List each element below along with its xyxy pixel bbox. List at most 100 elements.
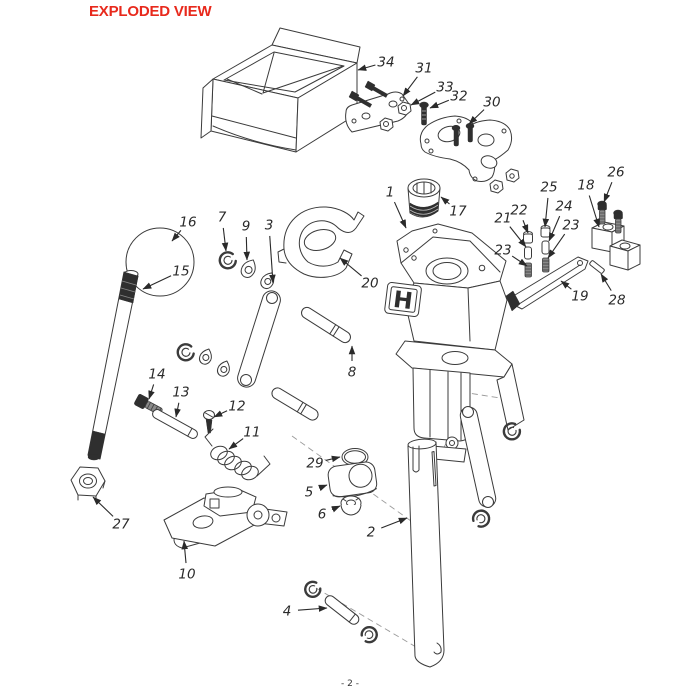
part-e-clip-7 — [218, 251, 237, 270]
callout-column-tube-2: 2 — [367, 517, 408, 541]
svg-text:23: 23 — [562, 218, 579, 234]
callout-cam-5: 5 — [305, 484, 328, 501]
svg-text:15: 15 — [172, 264, 189, 280]
part-ball-knob-16 — [125, 227, 195, 297]
part-detent-left-column — [523, 231, 533, 278]
part-e-clip-cluster — [176, 343, 230, 377]
svg-text:18: 18 — [577, 178, 594, 194]
svg-text:H: H — [392, 287, 414, 315]
callout-detent-cap-25: 25 — [540, 180, 558, 228]
svg-text:4: 4 — [283, 604, 292, 620]
callout-threaded-bushing-17: 17 — [440, 196, 467, 220]
callout-guard-20: 20 — [339, 257, 379, 292]
part-screws-32 — [419, 101, 429, 126]
callout-clamp-block-18: 18 — [577, 178, 600, 228]
part-pivot-pin-8 — [301, 306, 351, 344]
svg-text:10: 10 — [178, 567, 195, 583]
callout-roll-pin-28: 28 — [600, 273, 626, 309]
svg-text:20: 20 — [361, 276, 378, 292]
callout-ball-knob-16: 16 — [171, 215, 197, 242]
svg-text:25: 25 — [540, 180, 557, 196]
svg-text:5: 5 — [305, 485, 314, 501]
part-pin-4 — [304, 580, 378, 644]
svg-text:6: 6 — [318, 507, 327, 523]
part-hopper-box-34 — [200, 27, 361, 153]
svg-text:24: 24 — [555, 199, 572, 215]
svg-text:31: 31 — [415, 61, 432, 77]
callout-nut-6: 6 — [318, 505, 341, 523]
callout-detent-pin-24: 24 — [548, 199, 573, 242]
svg-text:28: 28 — [608, 293, 625, 309]
part-latch-assembly-10 — [163, 486, 288, 549]
callout-set-screw-23: 23 — [494, 243, 528, 267]
part-detent-right-column — [540, 225, 551, 273]
callout-lock-nut-33: 33 — [410, 80, 454, 106]
part-clamp-block-18 — [591, 221, 641, 271]
callout-cam-plate-30: 30 — [468, 95, 501, 125]
callout-pivot-pin-8: 8 — [348, 345, 357, 381]
svg-text:29: 29 — [306, 456, 323, 472]
callout-washer-9: 9 — [242, 219, 251, 261]
callout-socket-screw-14: 14 — [148, 367, 166, 400]
callout-handle-rod-15: 15 — [142, 264, 190, 290]
part-torsion-spring-11 — [204, 428, 271, 481]
part-main-body-1: H — [384, 223, 525, 463]
part-cover-plate-31 — [345, 80, 410, 133]
svg-text:1: 1 — [386, 185, 395, 201]
callout-socket-screw-26: 26 — [603, 165, 625, 203]
part-lever-bar-19 — [505, 256, 589, 312]
callout-pin-4: 4 — [283, 604, 328, 620]
svg-text:19: 19 — [571, 289, 588, 305]
part-nut-6 — [340, 495, 362, 516]
svg-text:7: 7 — [218, 210, 227, 226]
part-handle-rod-15 — [87, 270, 139, 461]
svg-text:11: 11 — [243, 425, 260, 441]
callout-lever-bar-19: 19 — [560, 280, 589, 305]
callout-screw-32: 32 — [429, 89, 468, 109]
page-number: - 2 - — [341, 679, 359, 689]
page-title: EXPLODED VIEW — [89, 3, 212, 20]
callout-link-arm-3: 3 — [265, 218, 276, 284]
svg-text:33: 33 — [436, 80, 453, 96]
svg-text:30: 30 — [483, 95, 500, 111]
callout-detent-cap-22: 22 — [510, 203, 529, 234]
part-threaded-bushing-17 — [407, 178, 441, 218]
svg-text:22: 22 — [510, 203, 527, 219]
svg-text:26: 26 — [607, 165, 624, 181]
svg-text:16: 16 — [179, 215, 196, 231]
callout-pin-13: 13 — [172, 385, 190, 418]
part-hex-nut-27 — [70, 466, 106, 502]
svg-text:17: 17 — [449, 204, 467, 220]
svg-text:3: 3 — [265, 218, 274, 234]
part-pin-middle — [271, 387, 319, 421]
svg-text:9: 9 — [242, 219, 251, 235]
svg-text:13: 13 — [172, 385, 189, 401]
svg-text:32: 32 — [450, 89, 467, 105]
part-cam-5 — [327, 461, 378, 498]
callout-main-body-1: 1 — [386, 185, 407, 229]
svg-text:12: 12 — [228, 399, 245, 415]
callout-e-clip-7: 7 — [218, 210, 229, 252]
svg-text:8: 8 — [348, 365, 357, 381]
part-pin-13 — [152, 409, 198, 439]
callout-o-ring-29: 29 — [306, 456, 341, 472]
part-roll-pin-28 — [589, 260, 605, 274]
part-link-arm-3 — [237, 290, 281, 388]
callout-set-screw-23: 23 — [547, 218, 580, 259]
svg-text:23: 23 — [494, 243, 511, 259]
callout-hex-nut-27: 27 — [92, 496, 130, 533]
callout-cover-plate-31: 31 — [402, 61, 433, 97]
svg-text:2: 2 — [367, 525, 376, 541]
svg-text:14: 14 — [148, 367, 165, 383]
svg-text:21: 21 — [494, 211, 511, 227]
part-cam-plate-30 — [419, 115, 520, 194]
callout-torsion-spring-11: 11 — [228, 425, 261, 450]
svg-text:34: 34 — [377, 55, 394, 71]
part-lock-nuts-33 — [379, 101, 412, 132]
svg-text:27: 27 — [112, 517, 130, 533]
callout-latch-assembly-10: 10 — [178, 540, 196, 583]
callout-detent-pin-21: 21 — [494, 211, 527, 248]
